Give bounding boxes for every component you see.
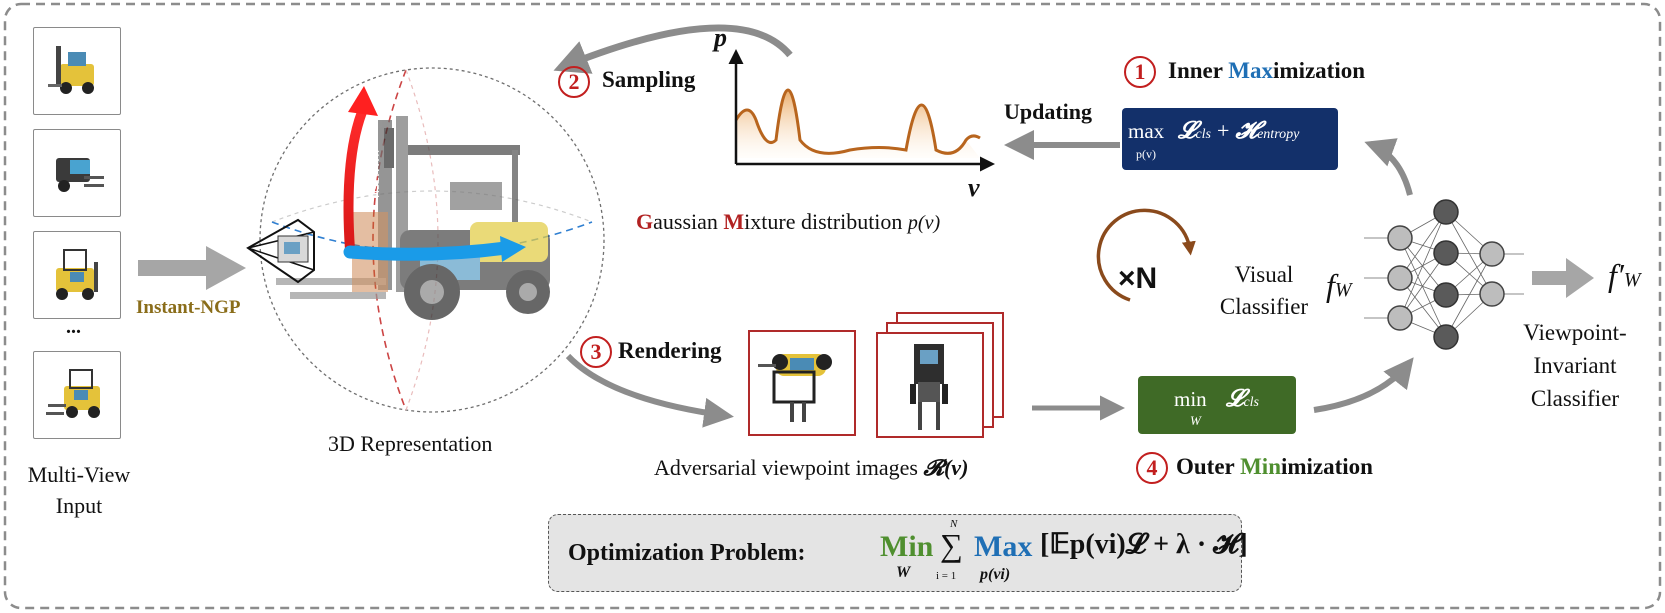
input-view-3 (33, 231, 121, 319)
outer-to-net-arrow (1313, 357, 1414, 413)
rendering-arrow (565, 353, 734, 428)
rendering-label: Rendering (618, 338, 722, 363)
neural-network (1364, 211, 1524, 338)
sampling-label: Sampling (602, 67, 696, 92)
classifier-symbol: fW (1326, 267, 1352, 303)
gmm-x-label: v (968, 173, 980, 202)
net-to-inner-arrow (1364, 138, 1413, 196)
elevation-arrow (343, 107, 367, 255)
adversarial-image-2 (876, 332, 984, 438)
camera-icon (246, 218, 315, 284)
forklift-thumbnail-icon (48, 46, 94, 94)
outer-frame (3, 2, 1662, 610)
forklift-front-view-icon (910, 344, 948, 430)
inner-loss-term1: 𝓛cls + 𝓗entropy (1178, 118, 1300, 144)
nn-nodes (1387, 199, 1505, 350)
opt-sum-symbol: ∑ (940, 527, 963, 563)
gmm-y-label: p (714, 23, 727, 52)
forklift-thumbnail-icon (56, 158, 104, 192)
loop-label: ×N (1118, 262, 1158, 295)
gmm-curve (734, 88, 981, 155)
outer-loss-sub: W (1190, 413, 1201, 428)
input-ellipsis: ... (66, 316, 81, 338)
input-view-4 (33, 351, 121, 439)
opt-min: Min (880, 530, 934, 563)
inner-loss-op: max (1128, 119, 1165, 143)
gmm-caption: Gaussian Mixture distribution p(v) (636, 209, 941, 234)
forklift-thumbnail-icon (56, 249, 98, 300)
3d-sphere (259, 67, 605, 413)
opt-min-sub: W (896, 564, 911, 581)
sampling-arrow (553, 24, 793, 74)
classifier-label-line2: Classifier (1219, 294, 1309, 319)
input-label-line1: Multi-View (27, 462, 131, 487)
step-2-badge: 2 (558, 66, 590, 98)
opt-max-sub: p(vi) (980, 566, 1011, 583)
output-label-line1: Viewpoint- (1523, 320, 1627, 345)
inner-loss-box: max p(v) 𝓛cls + 𝓗entropy (1122, 108, 1338, 170)
step-4-badge: 4 (1136, 452, 1168, 484)
input-view-1 (33, 27, 121, 115)
inner-max-label: Inner Maximization (1168, 58, 1366, 83)
forklift-brand-text: KAMATSU (369, 150, 380, 198)
arrow-input-to-3d (138, 246, 246, 290)
outer-loss-box: min W 𝓛cls (1138, 376, 1296, 434)
input-view-2 (33, 129, 121, 217)
outer-min-label: Outer Minimization (1176, 454, 1373, 479)
classifier-label-line1: Visual (1234, 262, 1294, 287)
adversarial-caption: Adversarial viewpoint images 𝓡(v) (654, 455, 969, 480)
outer-loss-op: min (1174, 387, 1207, 411)
output-classifier-symbol: f′W (1608, 257, 1641, 293)
adversarial-image-1 (748, 330, 856, 436)
azimuth-arrow (343, 241, 513, 261)
output-label-line3: Classifier (1530, 386, 1620, 411)
opt-max: Max (974, 530, 1033, 563)
forklift-drawing (276, 116, 550, 320)
gmm-plot (728, 49, 995, 172)
flipped-forklift-icon (758, 354, 832, 422)
loop-icon (1096, 208, 1196, 302)
inner-loss-sub: p(v) (1136, 147, 1156, 161)
output-label-line2: Invariant (1533, 353, 1617, 378)
step-3-badge: 3 (580, 336, 612, 368)
opt-expression: [𝔼p(vi)𝓛 + λ · 𝓗] (1040, 529, 1248, 560)
optimization-title: Optimization Problem: (568, 540, 806, 566)
opt-sum-bottom: i = 1 (936, 570, 957, 582)
representation-label: 3D Representation (328, 431, 493, 456)
outer-loss-term: 𝓛cls (1226, 386, 1260, 412)
arrow-to-output (1532, 258, 1594, 298)
opt-sum-top: N (950, 518, 958, 530)
instant-ngp-label: Instant-NGP (136, 297, 241, 318)
step-1-badge: 1 (1124, 56, 1156, 88)
forklift-thumbnail-icon (46, 369, 100, 418)
updating-label: Updating (1004, 99, 1093, 124)
optimization-box (548, 514, 1242, 592)
input-label-line2: Input (55, 493, 103, 518)
